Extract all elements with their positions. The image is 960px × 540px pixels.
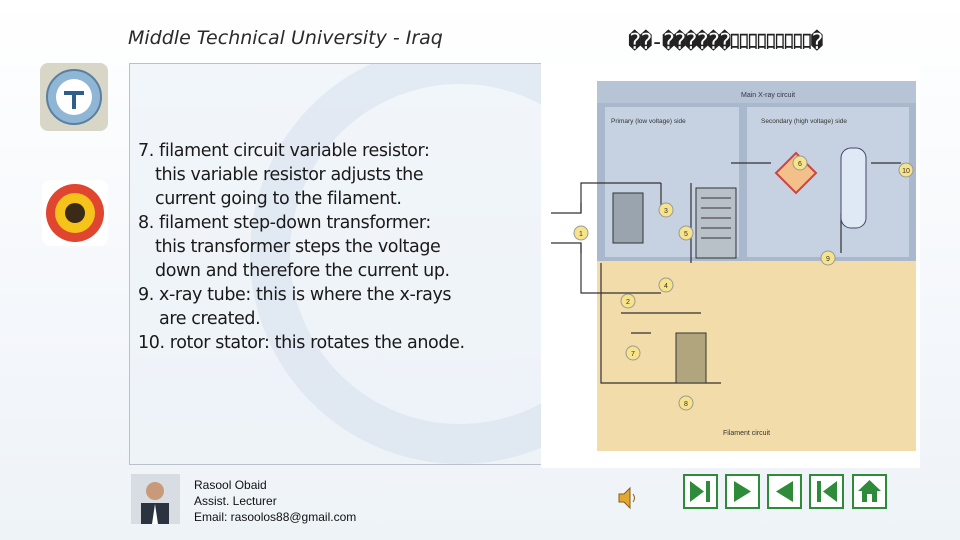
item-8-line1: 8. filament step-down transformer: — [138, 213, 431, 233]
content-text: 7. filament circuit variable resistor: t… — [138, 139, 538, 355]
item-9-line2: are created. — [159, 309, 261, 329]
secondary-side-label: Secondary (high voltage) side — [761, 118, 847, 125]
author-photo — [131, 474, 180, 524]
author-email[interactable]: Email: rasoolos88@gmail.com — [194, 510, 357, 524]
back-icon — [776, 481, 793, 502]
label-7: 7 — [631, 351, 635, 358]
filament-circuit-label: Filament circuit — [723, 430, 770, 437]
label-5: 5 — [684, 231, 688, 238]
label-10: 10 — [902, 168, 910, 175]
label-9: 9 — [826, 256, 830, 263]
garbled-title: ��-������ﾛﾛﾛﾛﾛﾛﾛﾛﾛ� — [628, 30, 823, 55]
item-7-line1: 7. filament circuit variable resistor: — [138, 141, 430, 161]
item-10-line1: 10. rotor stator: this rotates the anode… — [138, 333, 465, 353]
item-7-line2: this variable resistor adjusts the — [155, 165, 424, 185]
first-slide-button[interactable] — [809, 474, 844, 509]
item-9-line1: 9. x-ray tube: this is where the x-rays — [138, 285, 452, 305]
label-6: 6 — [798, 161, 802, 168]
label-4: 4 — [664, 283, 668, 290]
university-logo — [40, 63, 108, 131]
main-circuit-label: Main X-ray circuit — [741, 92, 795, 99]
author-name: Rasool Obaid — [194, 478, 267, 492]
previous-slide-button[interactable] — [767, 474, 802, 509]
next-slide-button[interactable] — [725, 474, 760, 509]
last-slide-button[interactable] — [683, 474, 718, 509]
author-info: Rasool Obaid Assist. Lecturer Email: ras… — [194, 477, 356, 525]
first-icon — [823, 481, 837, 502]
play-icon — [734, 481, 751, 502]
home-icon — [858, 480, 881, 502]
label-1: 1 — [579, 231, 583, 238]
xray-circuit-diagram: Main X-ray circuit Primary (low voltage)… — [541, 63, 920, 468]
item-8-line2: this transformer steps the voltage — [155, 237, 441, 257]
label-3: 3 — [664, 208, 668, 215]
content-panel: 7. filament circuit variable resistor: t… — [129, 63, 544, 465]
last-icon — [690, 481, 704, 502]
home-button[interactable] — [852, 474, 887, 509]
label-8-bottom: 8 — [684, 401, 688, 408]
primary-side-label: Primary (low voltage) side — [611, 118, 686, 125]
page-title: Middle Technical University - Iraq — [128, 27, 443, 49]
item-7-line3: current going to the filament. — [155, 189, 402, 209]
college-logo — [42, 180, 108, 246]
label-2: 2 — [626, 299, 630, 306]
speaker-icon[interactable] — [617, 485, 639, 511]
author-role: Assist. Lecturer — [194, 494, 277, 508]
item-8-line3: down and therefore the current up. — [155, 261, 450, 281]
